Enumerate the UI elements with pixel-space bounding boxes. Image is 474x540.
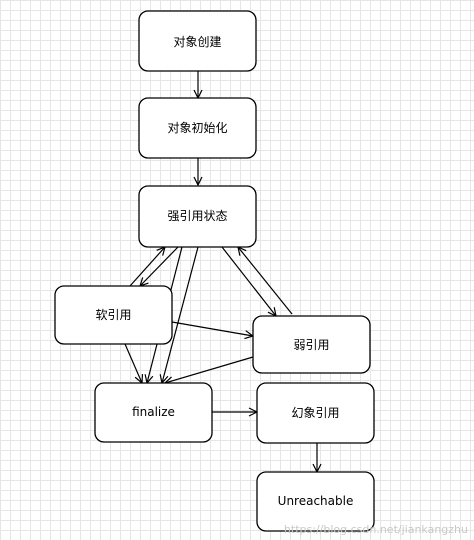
node-init-label: 对象初始化 [167,121,227,135]
edge-strong-to-finalize-b [162,246,199,383]
edge-weak-to-strong [238,247,293,315]
node-soft: 软引用 [54,285,173,345]
watermark-text: https://blog.csdn.net/jiankangzhu [283,523,468,536]
node-create-label: 对象创建 [173,35,221,49]
edges [124,71,317,472]
node-create: 对象创建 [138,10,257,72]
node-phantom: 幻象引用 [256,382,375,444]
edge-strong-to-soft [140,246,179,286]
edge-soft-to-weak [171,321,253,336]
node-soft-label: 软引用 [95,308,131,322]
node-strong: 强引用状态 [138,185,257,248]
node-unreachable-label: Unreachable [278,494,354,508]
node-init: 对象初始化 [138,97,257,159]
node-finalize: finalize [94,382,213,443]
node-phantom-label: 幻象引用 [291,406,339,420]
edge-strong-to-weak [221,246,276,316]
node-unreachable: Unreachable [256,471,375,532]
node-weak: 弱引用 [252,315,371,374]
node-weak-label: 弱引用 [293,338,329,352]
edge-soft-to-finalize [124,343,142,383]
node-finalize-label: finalize [132,405,175,419]
edge-soft-to-strong [129,247,165,287]
edge-weak-to-finalize [165,356,254,383]
node-strong-label: 强引用状态 [167,209,227,223]
